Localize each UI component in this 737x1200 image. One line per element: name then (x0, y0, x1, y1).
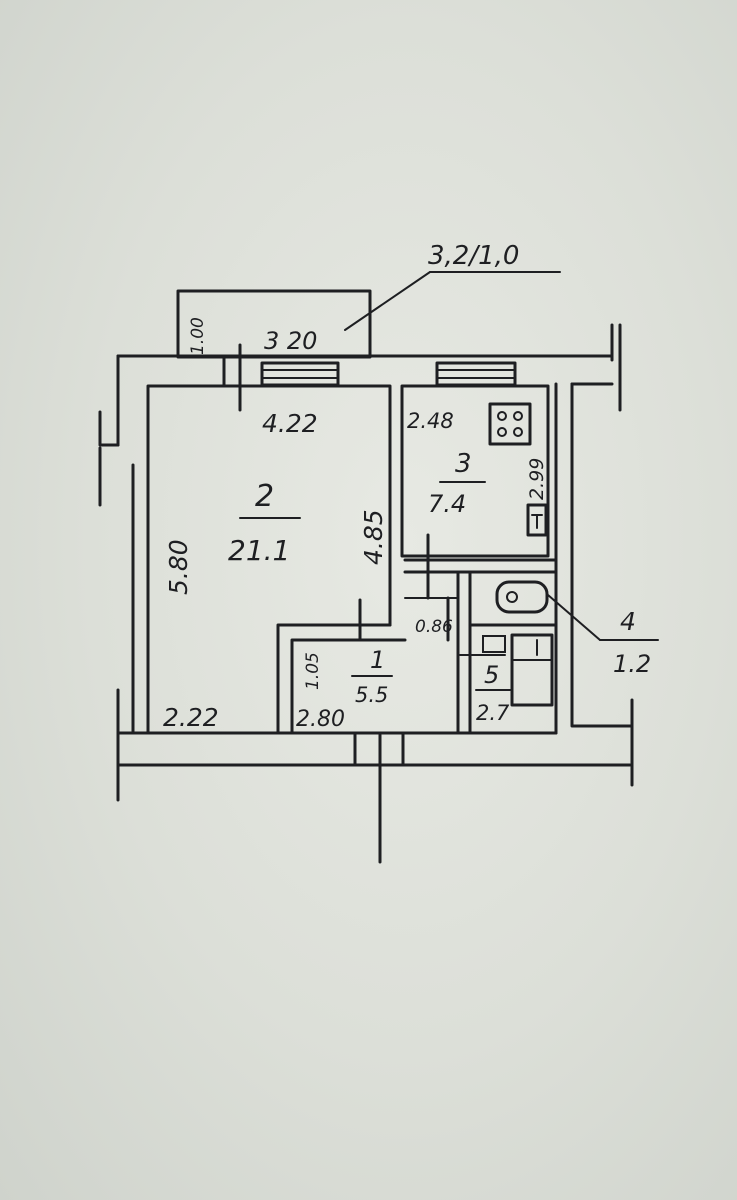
room-1-depth-label: 1.05 (303, 652, 323, 690)
outer-walls (98, 323, 634, 802)
room-3-length-label: 2.99 (526, 458, 548, 500)
room-3-number: 3 (455, 449, 472, 479)
room-2-width-label: 4.22 (262, 409, 318, 438)
toilet-icon (495, 580, 549, 614)
room-2-length-label: 5.80 (164, 539, 193, 595)
room-5-area: 2.7 (476, 701, 510, 725)
stove-icon (488, 402, 532, 446)
room-4-leader-line (547, 594, 601, 641)
balcony-width-label: 3 20 (264, 327, 317, 355)
balcony-depth-label: 1.00 (188, 317, 208, 355)
window-room-2 (260, 361, 340, 387)
hall-walls (276, 623, 392, 735)
sink-icon (526, 503, 548, 537)
windows (222, 343, 517, 412)
entrance (353, 533, 506, 864)
room-2-bottom-label: 2.22 (163, 703, 219, 732)
room-5-number: 5 (484, 661, 499, 689)
room-4-area: 1.2 (613, 650, 651, 678)
room-3-width-label: 2.48 (407, 409, 454, 433)
room-2-number: 2 (255, 479, 274, 514)
room-2-area: 21.1 (228, 534, 290, 567)
fixtures (482, 402, 554, 707)
room-3-area: 7.4 (428, 490, 466, 518)
room-1-area: 5.5 (355, 683, 388, 707)
balcony-leader-line (344, 271, 431, 331)
room-1-number: 1 (370, 646, 385, 674)
wall-right-outer (570, 382, 634, 728)
balcony-callout: 3,2/1,0 (428, 241, 519, 271)
hall-inner-line (290, 638, 407, 735)
washbasin-icon (482, 635, 506, 653)
room-1-width-label: 2.80 (296, 707, 345, 732)
room-2-inner-length-label: 4.85 (359, 509, 388, 565)
room-4-number: 4 (620, 607, 636, 636)
window-room-3 (435, 361, 517, 387)
bathtub-icon (510, 633, 554, 707)
wall-left-break-upper (98, 410, 120, 447)
room-4-width-label: 0.86 (415, 617, 453, 637)
